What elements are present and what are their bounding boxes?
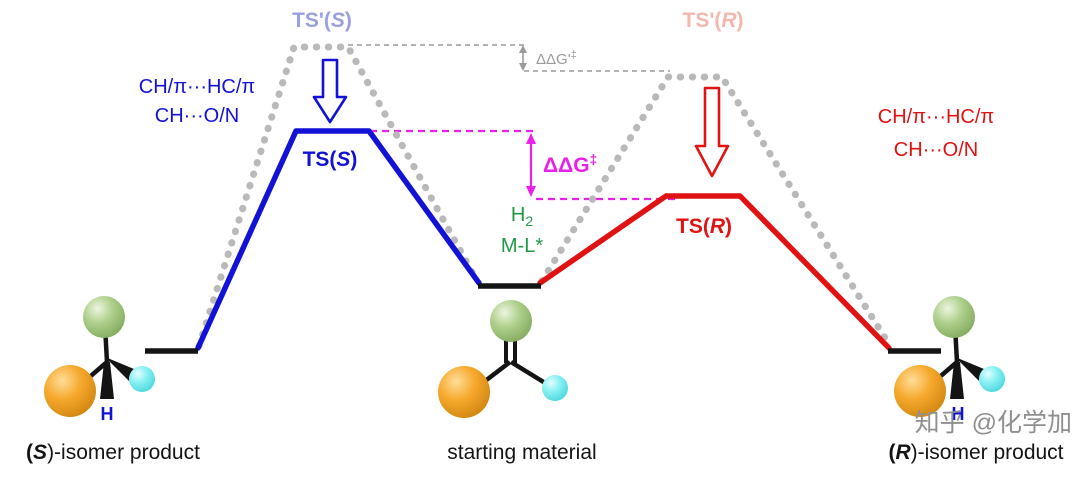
center-green-sphere [490,300,532,342]
starting-material-label: starting material [447,441,596,464]
right-interaction-line2: CH···O/N [894,139,978,161]
left-product-label: (S)-isomer product [26,441,200,464]
wedge-left-h [100,362,114,399]
right-green-sphere [933,296,975,338]
red-stabilization-arrow [694,86,730,178]
left-product-molecule: H [44,296,155,424]
ts-prime-r-label: TS'(R) [683,9,744,32]
upper-gap-label: ΔΔG'‡ [536,49,577,68]
center-cyan-sphere [542,375,568,401]
right-cyan-sphere [979,366,1005,392]
left-orange-sphere [44,365,96,417]
upper-gap-arrow [519,45,527,71]
r-pathway [537,193,892,351]
h2-label: H2 [511,204,533,229]
blue-stabilization-arrow [312,58,348,124]
s-pathway [195,128,482,351]
wedge-right-h [950,362,964,399]
right-h-label: H [952,404,965,424]
uncatalyzed-path-left [195,43,481,350]
left-interaction-line1: CH/π···HC/π [139,76,255,98]
right-orange-sphere [894,365,946,417]
watermark: 知乎 @化学加 [915,409,1072,437]
ts-r-label: TS(R) [676,215,732,238]
right-interaction-line1: CH/π···HC/π [878,106,994,128]
left-h-label: H [101,404,114,424]
starting-material-molecule [438,300,568,418]
ts-s-label: TS(S) [303,148,358,171]
uncatalyzed-path-right [538,73,894,350]
left-green-sphere [83,296,125,338]
wedge-left-cyan [105,357,134,381]
right-product-molecule: H [894,296,1005,424]
center-orange-sphere [438,366,490,418]
lower-gap-label: ΔΔG‡ [543,151,597,177]
wedge-right-cyan [955,357,984,381]
catalyst-label: M-L* [501,235,543,257]
right-product-label: (R)-isomer product [888,441,1063,464]
left-interaction-line2: CH···O/N [155,105,239,127]
ts-prime-s-label: TS'(S) [292,9,352,32]
left-cyan-sphere [129,366,155,392]
lower-gap-arrow [526,133,536,197]
